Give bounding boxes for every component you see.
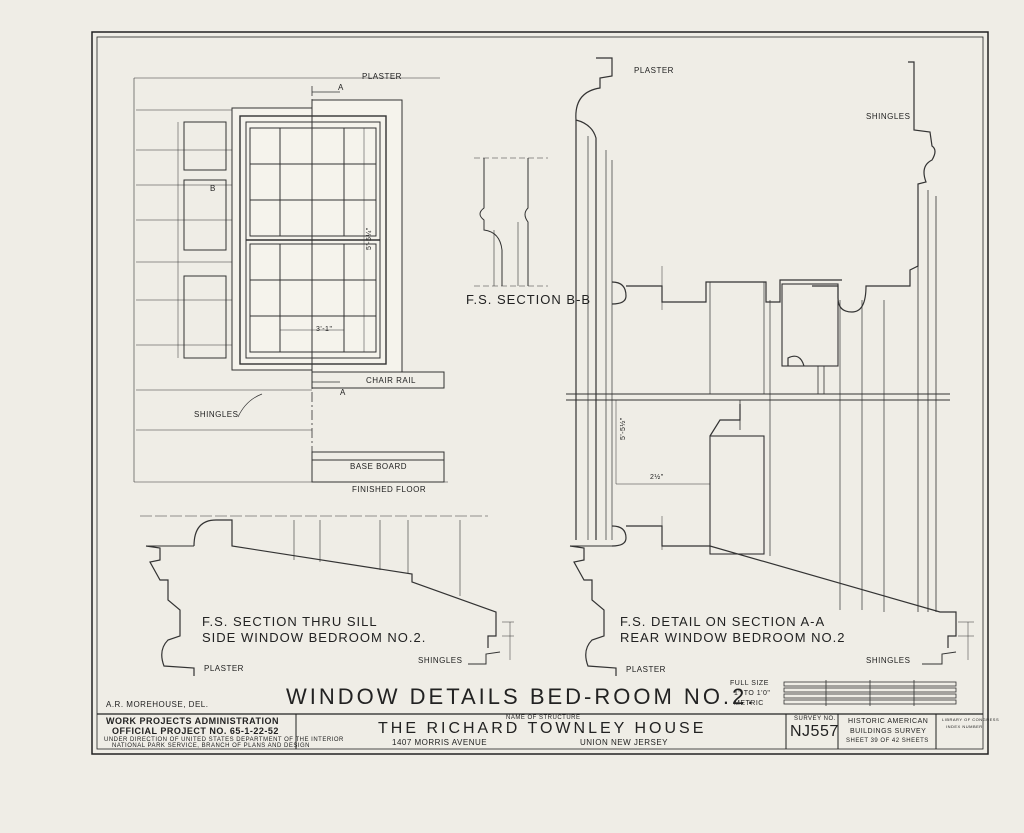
label-finished-floor: FINISHED FLOOR: [352, 485, 427, 494]
dim-detail-width: 2½": [650, 474, 664, 481]
agency-line3: UNDER DIRECTION OF UNITED STATES DEPARTM…: [104, 737, 344, 743]
title-sill-line1: F.S. SECTION THRU SILL: [202, 614, 378, 629]
label-section-a: A: [338, 83, 344, 92]
label-chair-rail: CHAIR RAIL: [366, 376, 416, 385]
label-shingles-right: SHINGLES: [866, 112, 911, 121]
title-detail-line1: F.S. DETAIL ON SECTION A-A: [620, 614, 826, 629]
agency-line1: WORK PROJECTS ADMINISTRATION: [106, 716, 279, 726]
label-plaster-right: PLASTER: [634, 66, 674, 75]
dim-window-height: 5'-5¼": [366, 227, 373, 250]
label-shingles-sill: SHINGLES: [418, 656, 463, 665]
structure-name: THE RICHARD TOWNLEY HOUSE: [378, 720, 707, 737]
name-of-structure-label: NAME OF STRUCTURE: [506, 715, 581, 721]
title-detail-line2: REAR WINDOW BEDROOM NO.2: [620, 630, 846, 645]
dim-window-width: 3'-1": [316, 326, 333, 333]
scale-metric: METRIC: [734, 700, 764, 707]
inner-border: [96, 36, 984, 750]
structure-location: UNION NEW JERSEY: [580, 738, 669, 747]
label-plaster-sill: PLASTER: [204, 664, 244, 673]
habs-line2: BUILDINGS SURVEY: [850, 728, 927, 735]
label-base-board: BASE BOARD: [350, 462, 408, 471]
scale-full-size: FULL SIZE: [730, 680, 769, 687]
library-line2: INDEX NUMBER: [946, 724, 983, 729]
outer-border: [91, 31, 989, 755]
window-elevation: [133, 77, 448, 483]
scale-ratio: 1" TO 1'0": [734, 690, 771, 697]
habs-line1: HISTORIC AMERICAN: [848, 718, 929, 725]
drawing-title: WINDOW DETAILS BED-ROOM NO.2.: [286, 684, 757, 709]
sheet-number: SHEET 39 OF 42 SHEETS: [846, 738, 929, 744]
label-shingles-detail: SHINGLES: [866, 656, 911, 665]
survey-label: SURVEY NO.: [794, 716, 836, 722]
sill-section: [140, 515, 514, 676]
library-line1: LIBRARY OF CONGRESS: [942, 717, 1000, 722]
label-plaster-top: PLASTER: [362, 72, 402, 81]
label-shingles-left: SHINGLES: [194, 410, 239, 419]
dim-detail-height: 5'-5½": [620, 417, 627, 440]
agency-line2: OFFICIAL PROJECT NO. 65-1-22-52: [112, 726, 279, 736]
survey-number: NJ557: [790, 723, 839, 740]
label-section-a-lower: A: [340, 388, 346, 397]
detail-section-aa: [566, 57, 974, 676]
agency-line4: NATIONAL PARK SERVICE, BRANCH OF PLANS A…: [112, 743, 310, 749]
structure-address: 1407 MORRIS AVENUE: [392, 738, 488, 747]
delineator: A.R. MOREHOUSE, DEL.: [106, 700, 209, 709]
scale-bar: [783, 680, 957, 706]
title-sill-line2: SIDE WINDOW BEDROOM NO.2.: [202, 630, 427, 645]
label-plaster-detail: PLASTER: [626, 665, 666, 674]
section-bb: [474, 157, 548, 287]
title-block-lines: [97, 713, 983, 749]
title-section-bb: F.S. SECTION B-B: [466, 292, 592, 307]
label-section-b: B: [210, 184, 216, 193]
